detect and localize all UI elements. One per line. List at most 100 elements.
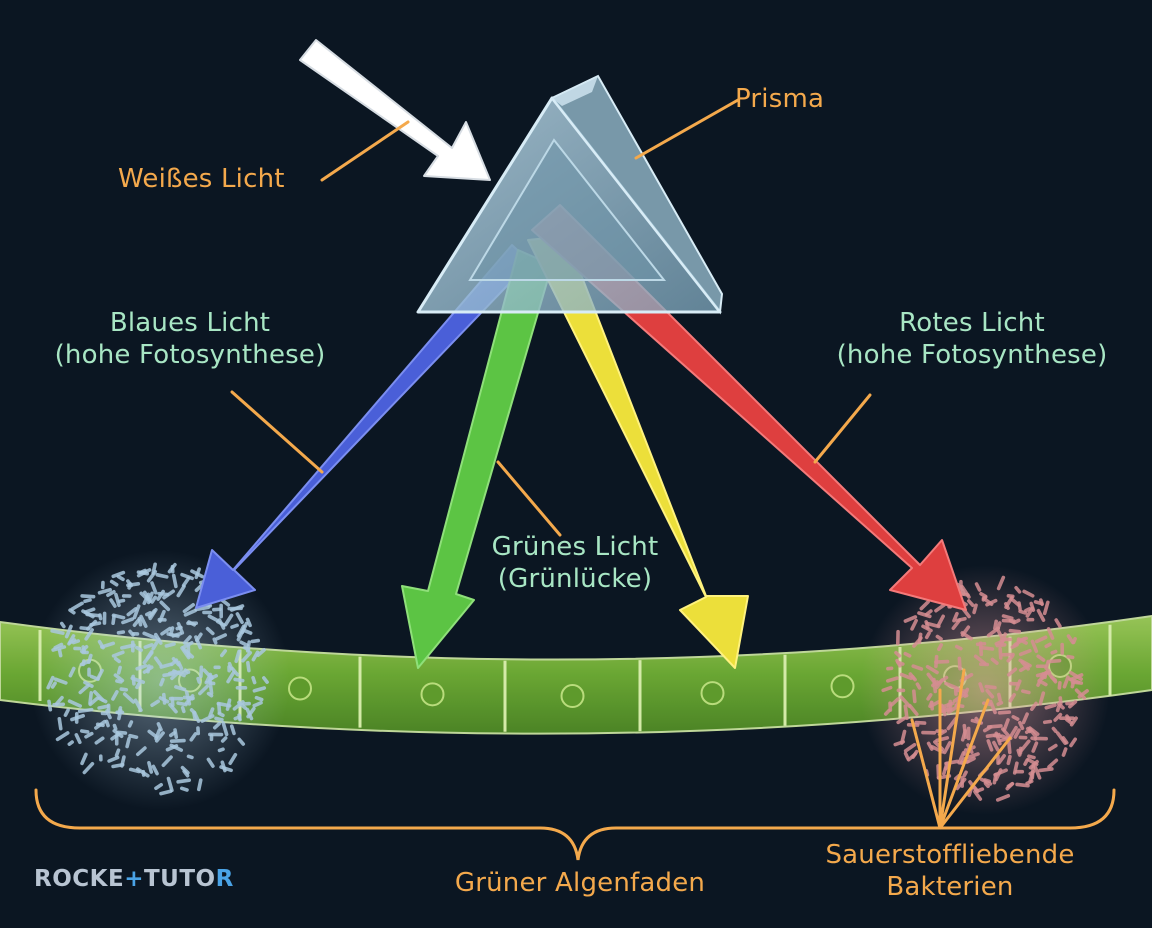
bacterium-blue (182, 635, 192, 645)
bacterium-red (914, 720, 927, 725)
bacterium-red (895, 658, 902, 668)
bacterium-blue (196, 726, 201, 736)
bacterium-red (996, 700, 1004, 706)
bacterium-blue (146, 664, 151, 674)
bacterium-blue (199, 665, 204, 679)
bacterium-red (1028, 727, 1038, 738)
bacterium-blue (180, 705, 186, 714)
bacterium-blue (165, 744, 179, 752)
bacterium-blue (127, 720, 134, 728)
bacterium-blue (173, 728, 179, 739)
bacterium-red (1018, 720, 1025, 731)
label-gruenes-licht-line1: Grünes Licht (491, 532, 659, 562)
bacterium-red (979, 645, 995, 651)
bacterium-blue (223, 613, 234, 627)
bacterium-red (1010, 642, 1019, 649)
bacterium-red (1008, 725, 1018, 740)
bacterium-blue (83, 680, 94, 688)
bacterium-red (1002, 718, 1010, 732)
bacterium-red (1033, 765, 1042, 780)
bacterium-blue (207, 614, 219, 623)
bacterium-blue (68, 608, 76, 615)
bacterium-blue (226, 670, 236, 684)
bacterium-blue (154, 731, 165, 743)
bacterium-blue (132, 604, 141, 620)
bacterium-blue (183, 668, 191, 674)
bacterium-blue (53, 677, 68, 685)
bacterium-blue (79, 626, 91, 631)
bacterium-blue (205, 626, 215, 636)
bacterium-blue (84, 731, 94, 739)
bacterium-blue (115, 679, 123, 684)
bacterium-red (935, 675, 949, 686)
label-bakterien-line1: Sauerstoffliebende (825, 840, 1075, 870)
bacterium-red (1040, 668, 1050, 680)
bacterium-red (925, 621, 941, 629)
bacterium-red (908, 672, 916, 681)
bacterium-red (1044, 703, 1057, 710)
bacterium-red (1006, 781, 1014, 789)
bacterium-blue (233, 715, 242, 721)
bacterium-blue (154, 782, 163, 791)
leader-bakt-4 (938, 698, 990, 830)
bacterium-red (1023, 758, 1029, 766)
bacterium-red (896, 716, 907, 725)
bacterium-red (1013, 728, 1021, 739)
bacterium-blue (70, 713, 86, 722)
bacterium-blue (227, 606, 243, 611)
bacterium-blue (100, 711, 108, 716)
bacterium-blue (186, 642, 191, 658)
bacterium-red (1008, 692, 1017, 703)
bacterium-blue (114, 592, 121, 608)
bacterium-blue (206, 691, 214, 698)
bacterium-blue (109, 579, 119, 587)
bacterium-blue (227, 661, 234, 671)
bacterium-red (993, 619, 998, 631)
bacterium-blue (126, 607, 138, 617)
bacterium-blue (68, 666, 76, 678)
bacterium-blue (47, 699, 53, 712)
bacterium-blue (87, 667, 91, 677)
bacterium-blue (194, 605, 211, 612)
bacterium-red (899, 695, 912, 708)
bacterium-red (1012, 618, 1021, 625)
bacterium-blue (121, 617, 135, 625)
bacterium-blue (139, 614, 148, 628)
bacterium-red (1046, 658, 1062, 664)
bacterium-blue (150, 595, 157, 604)
bacterium-blue (131, 674, 136, 686)
alga-chloroplast (420, 682, 445, 707)
bacterium-blue (97, 587, 112, 595)
label-blaues-licht-line1: Blaues Licht (109, 308, 271, 338)
leader-bakt-3 (938, 668, 966, 830)
bacterium-red (992, 740, 1000, 752)
bacterium-blue (179, 786, 189, 792)
bacterium-blue (50, 681, 57, 689)
bacterium-blue (166, 776, 174, 793)
bacterium-red (948, 699, 953, 711)
bacterium-red (912, 689, 917, 704)
bacterium-blue (148, 608, 158, 621)
bacterium-blue (160, 626, 172, 636)
bacterium-blue (212, 721, 221, 730)
bacterium-blue (252, 686, 267, 693)
bacterium-blue (67, 699, 82, 708)
bacterium-blue (236, 624, 246, 638)
bacterium-blue (170, 696, 175, 708)
alga-chloroplast (288, 676, 312, 701)
bacterium-blue (198, 684, 209, 696)
bacterium-red (1050, 649, 1058, 655)
bacterium-red (888, 701, 893, 712)
bacterium-red (1055, 731, 1067, 745)
bacterium-red (1001, 614, 1014, 621)
bacterium-blue (159, 600, 171, 612)
bacterium-blue (242, 701, 251, 706)
bacterium-blue (156, 722, 163, 732)
prism (416, 74, 724, 315)
bacterium-blue (70, 601, 84, 611)
bacterium-red (1015, 782, 1030, 788)
bacterium-red (1046, 671, 1058, 684)
prism-inner (468, 138, 667, 281)
bacterium-blue (262, 676, 269, 684)
